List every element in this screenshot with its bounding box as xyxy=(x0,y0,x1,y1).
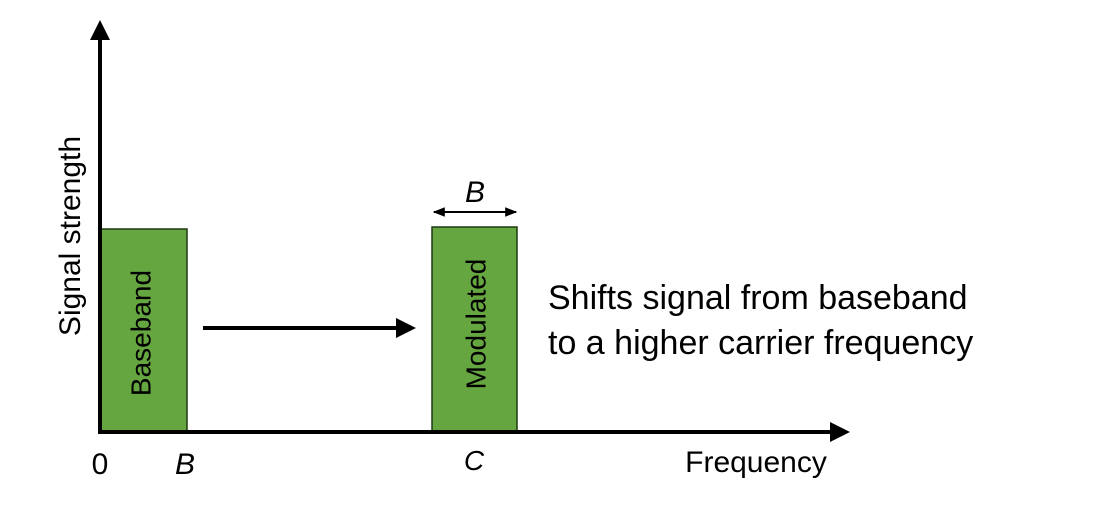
y-axis-label: Signal strength xyxy=(54,136,87,336)
b-tick-label: B xyxy=(175,448,195,481)
origin-tick-label: 0 xyxy=(92,448,109,481)
c-tick-label: C xyxy=(464,445,485,476)
bandwidth-label: B xyxy=(465,176,485,209)
modulated-block xyxy=(431,226,518,433)
annotation-line-2: to a higher carrier frequency xyxy=(548,324,973,362)
x-axis-label: Frequency xyxy=(685,446,827,479)
annotation-line-1: Shifts signal from baseband xyxy=(548,279,968,317)
baseband-block xyxy=(100,228,188,433)
baseband-label: Baseband xyxy=(125,270,156,396)
modulated-label: Modulated xyxy=(460,259,491,390)
